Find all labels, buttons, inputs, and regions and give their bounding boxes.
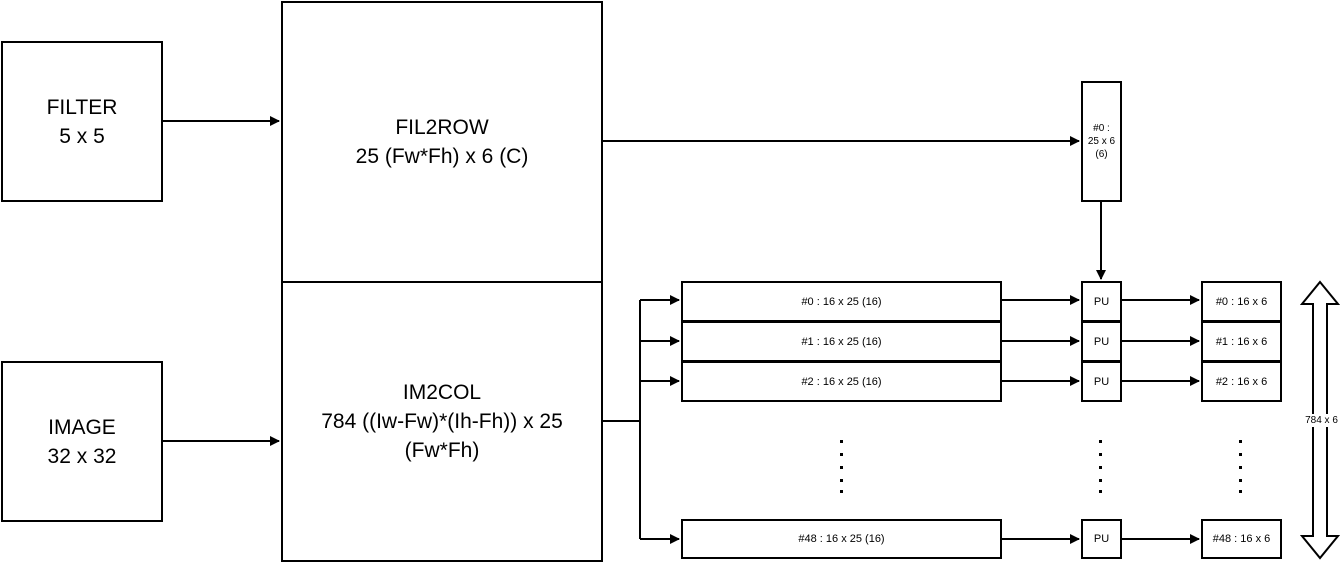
pu-2: PU (1081, 361, 1122, 402)
input-tile-label: #2 : 16 x 25 (16) (801, 375, 882, 388)
image-box: IMAGE 32 x 32 (1, 361, 163, 522)
image-size: 32 x 32 (47, 444, 117, 468)
pu-label: PU (1093, 335, 1110, 348)
input-tile-48: #48 : 16 x 25 (16) (681, 519, 1002, 559)
weight-block: #0 : 25 x 6 (6) (1081, 81, 1122, 202)
output-tile-label: #48 : 16 x 6 (1212, 533, 1271, 545)
input-tile-2: #2 : 16 x 25 (16) (681, 361, 1002, 402)
total-output-label: 784 x 6 (1302, 414, 1341, 427)
filter-title: FILTER (46, 95, 118, 119)
input-tile-0: #0 : 16 x 25 (16) (681, 281, 1002, 322)
fil2row-dims: 25 (Fw*Fh) x 6 (C) (355, 145, 529, 168)
output-tile-0: #0 : 16 x 6 (1201, 281, 1282, 322)
im2col-title: IM2COL (402, 381, 482, 404)
output-tile-label: #1 : 16 x 6 (1215, 335, 1268, 348)
output-tile-label: #2 : 16 x 6 (1215, 375, 1268, 388)
im2col-box: IM2COL 784 ((Iw-Fw)*(Ih-Fh)) x 25 (Fw*Fh… (281, 281, 603, 562)
weight-block-line1: #0 : (1093, 123, 1110, 134)
input-tile-label: #0 : 16 x 25 (16) (801, 295, 882, 308)
weight-block-line3: (6) (1095, 149, 1108, 160)
pu-label: PU (1093, 295, 1110, 308)
input-tile-label: #48 : 16 x 25 (16) (798, 533, 885, 545)
pu-48: PU (1081, 519, 1122, 559)
pu-label: PU (1093, 533, 1110, 545)
im2col-dims-line2: (Fw*Fh) (404, 439, 480, 462)
output-tile-1: #1 : 16 x 6 (1201, 321, 1282, 362)
weight-block-line2: 25 x 6 (1087, 136, 1116, 147)
pu-label: PU (1093, 375, 1110, 388)
output-tile-label: #0 : 16 x 6 (1215, 295, 1268, 308)
fil2row-title: FIL2ROW (395, 116, 489, 139)
pu-1: PU (1081, 321, 1122, 362)
input-tile-label: #1 : 16 x 25 (16) (801, 335, 882, 348)
fil2row-box: FIL2ROW 25 (Fw*Fh) x 6 (C) (281, 1, 603, 283)
image-title: IMAGE (48, 415, 116, 439)
output-tile-48: #48 : 16 x 6 (1201, 519, 1282, 559)
pu-0: PU (1081, 281, 1122, 322)
filter-box: FILTER 5 x 5 (1, 41, 163, 202)
input-tile-1: #1 : 16 x 25 (16) (681, 321, 1002, 362)
output-tile-2: #2 : 16 x 6 (1201, 361, 1282, 402)
filter-size: 5 x 5 (59, 124, 105, 148)
ellipsis-dots (840, 440, 1242, 493)
im2col-dims-line1: 784 ((Iw-Fw)*(Ih-Fh)) x 25 (321, 410, 563, 433)
